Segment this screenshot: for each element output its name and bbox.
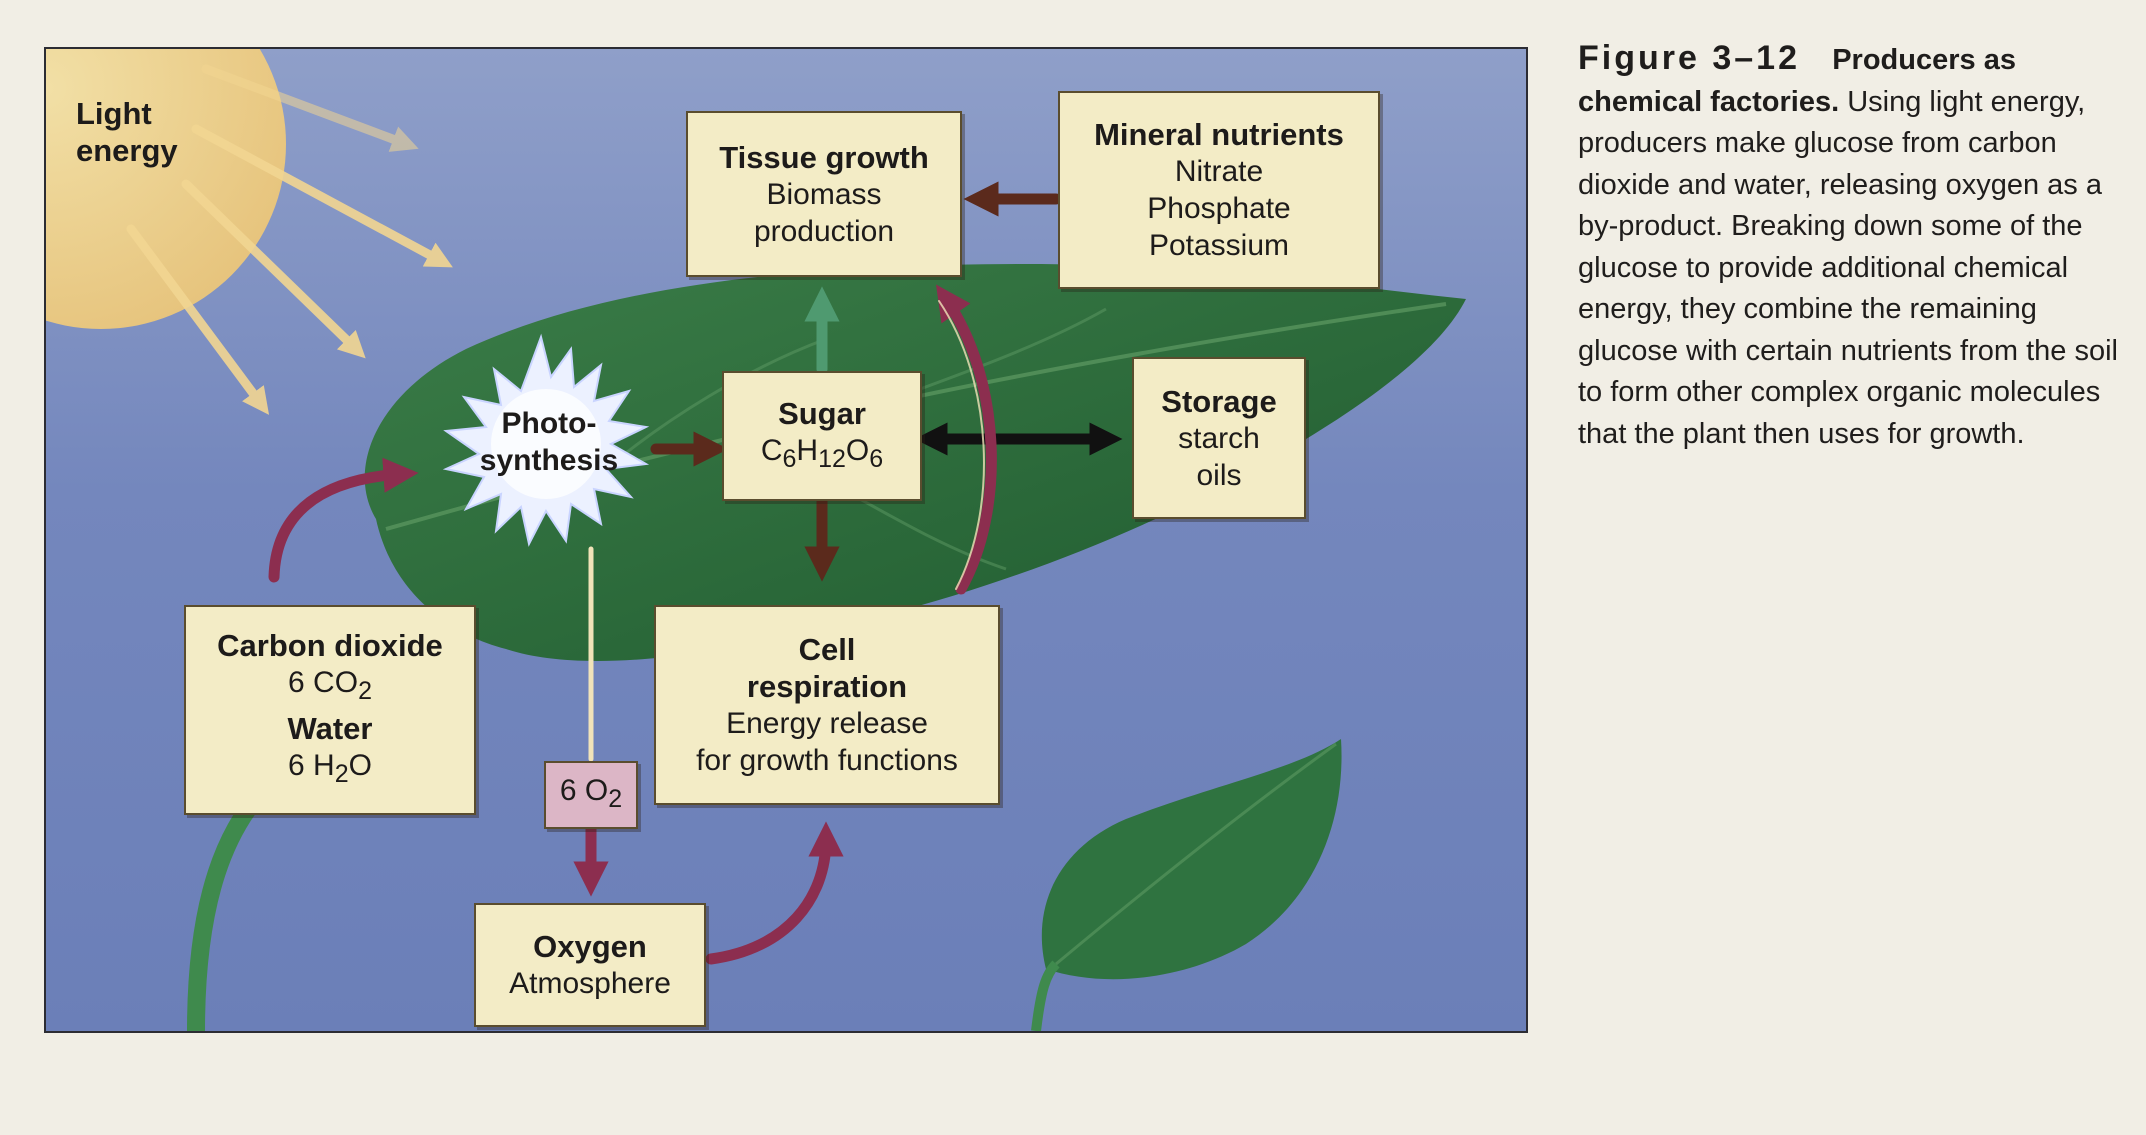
carbon-dioxide-title: Carbon dioxide <box>217 628 443 663</box>
sugar-title: Sugar <box>778 395 866 431</box>
small-leaf <box>1041 739 1342 980</box>
arrow-inputs-to-photosynthesis <box>268 457 419 583</box>
storage-title: Storage <box>1161 383 1277 419</box>
photosynthesis-label: Photo- synthesis <box>464 405 634 479</box>
oxygen-tag: 6 O2 <box>544 761 638 829</box>
sugar-formula-o: O <box>845 433 870 467</box>
carbon-dioxide-amount: 6 CO2 <box>186 664 474 710</box>
leaf-vein <box>605 337 827 471</box>
arrow-respiration-to-tissue-growth <box>936 284 997 595</box>
oxygen-tag-coef: 6 O <box>559 774 609 807</box>
tissue-growth-line2: production <box>753 214 895 248</box>
water-amount: 6 H2O <box>186 747 474 793</box>
figure-heading: Producers as chemical factories. <box>1578 44 2016 118</box>
figure-body: Using light energy, producers make gluco… <box>1578 85 2118 450</box>
bleed-through-text <box>0 0 1530 34</box>
water-title: Water <box>287 711 373 746</box>
sun-icon <box>46 49 286 329</box>
carbon-dioxide-sub: 2 <box>358 677 372 705</box>
inputs-box: Carbon dioxide 6 CO2 Water 6 H2O <box>184 605 476 815</box>
small-leaf-stem <box>1031 960 1060 1031</box>
photosynthesis-line1: Photo- <box>501 407 597 440</box>
tissue-growth-title: Tissue growth <box>719 139 929 175</box>
water-coef: 6 H <box>288 749 335 782</box>
oxygen-line1: Atmosphere <box>509 967 671 1000</box>
mineral-item-nitrate: Nitrate <box>1174 155 1264 188</box>
arrow-respiration-to-tissue-growth-outline <box>938 300 985 590</box>
oxygen-tag-text: 6 O2 <box>546 772 636 818</box>
respiration-title-line1: Cell <box>798 632 856 667</box>
oxygen-tag-sub: 2 <box>608 785 623 813</box>
carbon-dioxide-coef: 6 CO <box>288 666 359 699</box>
storage-line2: oils <box>1196 458 1242 492</box>
light-energy-label: Light energy <box>76 95 178 169</box>
cell-respiration-box: Cell respiration Energy release for grow… <box>654 605 1000 805</box>
photosynthesis-glow <box>491 389 601 499</box>
sugar-formula-o-count: 6 <box>869 444 884 473</box>
sugar-formula-c: C <box>760 433 783 467</box>
water-tail: O <box>348 749 372 782</box>
sugar-box: Sugar C6H12O6 <box>722 371 922 501</box>
light-energy-line2: energy <box>76 133 178 168</box>
photosynthesis-line2: synthesis <box>479 444 619 477</box>
mineral-item-phosphate: Phosphate <box>1147 192 1291 225</box>
storage-line1: starch <box>1178 421 1260 455</box>
mineral-nutrients-box: Mineral nutrients Nitrate Phosphate Pota… <box>1058 91 1380 289</box>
mineral-nutrients-title: Mineral nutrients <box>1094 117 1344 152</box>
respiration-line2: for growth functions <box>696 744 958 777</box>
sugar-formula-c-count: 6 <box>782 444 797 473</box>
figure-caption: Figure 3–12 Producers as chemical factor… <box>1578 38 2138 455</box>
sugar-formula: C6H12O6 <box>724 432 920 478</box>
respiration-line1: Energy release <box>726 707 928 740</box>
respiration-title-line2: respiration <box>746 669 908 704</box>
sugar-formula-h: H <box>796 433 819 467</box>
water-sub: 2 <box>334 760 349 788</box>
bleed-through-text <box>0 1040 2146 1130</box>
tissue-growth-box: Tissue growth Biomass production <box>686 111 962 277</box>
storage-box: Storage starch oils <box>1132 357 1306 519</box>
oxygen-title: Oxygen <box>533 929 647 964</box>
mineral-item-potassium: Potassium <box>1148 229 1290 262</box>
diagram-panel: Light energy Photo- synthesis Tissue gro… <box>44 47 1528 1033</box>
arrow-oxygen-to-respiration <box>705 821 844 965</box>
oxygen-box: Oxygen Atmosphere <box>474 903 706 1027</box>
figure-number: Figure 3–12 <box>1578 39 1800 77</box>
sugar-formula-h-count: 12 <box>818 444 846 473</box>
small-leaf-vein <box>1055 742 1337 966</box>
light-energy-line1: Light <box>76 96 152 131</box>
light-rays <box>126 64 453 415</box>
tissue-growth-line1: Biomass <box>766 177 882 211</box>
